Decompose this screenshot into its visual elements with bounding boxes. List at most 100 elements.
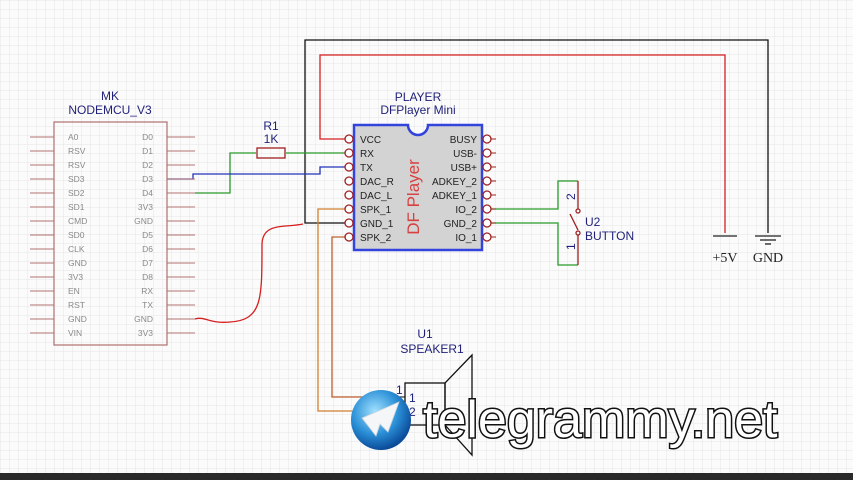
player-name: DFPlayer Mini: [380, 103, 455, 117]
io2-wire: [490, 180, 578, 210]
mcu-right-pin-label: TX: [142, 300, 153, 310]
mcu-right-pin-label: D4: [142, 188, 153, 198]
mcu-right-pin-label: D8: [142, 272, 153, 282]
player-right-pin-label: USB+: [451, 163, 478, 174]
player-pin[interactable]: [482, 176, 492, 186]
button-ref: U2: [585, 215, 601, 229]
player-pin[interactable]: [344, 232, 354, 242]
mcu-right-pin-label: GND: [134, 216, 153, 226]
watermark: telegrammy.net: [351, 390, 780, 451]
player-left-pin-label: TX: [360, 163, 373, 174]
player-right-pin-label: ADKEY_1: [432, 191, 477, 202]
player-pin[interactable]: [482, 134, 492, 144]
button-name: BUTTON: [585, 229, 634, 243]
mcu-right-pin-label: D5: [142, 230, 153, 240]
player-pin[interactable]: [344, 190, 354, 200]
player-right-pin-label: USB-: [453, 149, 477, 160]
d4-wire: [195, 152, 256, 194]
resistor-value: 1K: [264, 132, 279, 146]
player-pin[interactable]: [344, 134, 354, 144]
resistor-r1[interactable]: R1 1K: [256, 119, 286, 159]
speaker-pin1-outer: 1: [396, 383, 403, 397]
mcu-left-pin-label: SD2: [68, 188, 85, 198]
mcu-right-pin-label: D1: [142, 146, 153, 156]
speaker-ref: U1: [417, 327, 433, 341]
dfplayer-component[interactable]: PLAYER DFPlayer Mini DF Player VCC RX TX DA…: [344, 90, 496, 252]
mcu-right-pin-label: 3V3: [138, 328, 153, 338]
player-pin[interactable]: [482, 218, 492, 228]
button-pin2: 2: [564, 193, 578, 200]
mcu-left-pin-label: CLK: [68, 244, 85, 254]
mcu-left-pin-label: CMD: [68, 216, 87, 226]
speaker-u1[interactable]: U1 SPEAKER1 1 1 2: [396, 327, 473, 457]
bottom-bar: [0, 473, 853, 480]
mcu-left-pin-label: RSV: [68, 146, 86, 156]
mcu-right-pin-label: D0: [142, 132, 153, 142]
player-left-pin-label: GND_1: [360, 219, 394, 230]
mcu-left-pin-label: SD0: [68, 230, 85, 240]
mcu-name: NODEMCU_V3: [68, 103, 152, 117]
mcu-left-pin-label: GND: [68, 314, 87, 324]
player-pin[interactable]: [482, 190, 492, 200]
vcc-wire: [319, 54, 726, 233]
watermark-text: telegrammy.net: [423, 391, 778, 449]
player-pin[interactable]: [482, 148, 492, 158]
speaker-pin1: 1: [409, 391, 416, 405]
player-body-text: DF Player: [404, 159, 423, 235]
button-pin1: 1: [564, 243, 578, 250]
mcu-left-pin-label: EN: [68, 286, 80, 296]
player-left-pin-label: RX: [360, 149, 374, 160]
resistor-ref: R1: [263, 119, 279, 133]
player-ref: PLAYER: [395, 90, 442, 104]
player-right-pin-label: IO_2: [455, 205, 477, 216]
player-right-pin-label: BUSY: [450, 135, 478, 146]
player-left-pin-label: SPK_1: [360, 205, 392, 216]
mcu-ref: MK: [101, 89, 119, 103]
player-pin[interactable]: [344, 162, 354, 172]
mcu-left-pin-label: RSV: [68, 160, 86, 170]
mcu-left-pin-label: A0: [68, 132, 79, 142]
player-left-pin-label: VCC: [360, 135, 381, 146]
speaker-pin2: 2: [409, 405, 416, 419]
player-pin[interactable]: [344, 148, 354, 158]
mcu-body: [53, 121, 168, 346]
player-pin[interactable]: [344, 218, 354, 228]
player-left-pin-label: DAC_L: [360, 191, 393, 202]
mcu-right-pin-label: GND: [134, 314, 153, 324]
gnd-label: GND: [753, 251, 783, 266]
gnd2-wire: [490, 222, 578, 266]
mcu-left-pin-label: SD1: [68, 202, 85, 212]
mcu-right-pin-label: D7: [142, 258, 153, 268]
mcu-left-pin-label: 3V3: [68, 272, 83, 282]
mcu-right-pin-label: D3: [142, 174, 153, 184]
mcu-right-pin-label: D2: [142, 160, 153, 170]
paper-plane-icon: [361, 401, 400, 437]
mcu-left-pin-label: RST: [68, 300, 85, 310]
mcu-left-pin-label: VIN: [68, 328, 82, 338]
mcu-right-pin-label: RX: [141, 286, 153, 296]
button-u2[interactable]: 2 1 U2 BUTTON: [564, 181, 634, 265]
vcc-symbol: +5V: [712, 235, 738, 266]
mcu-right-pin-label: 3V3: [138, 202, 153, 212]
speaker-name: SPEAKER1: [400, 342, 464, 356]
player-pin[interactable]: [482, 162, 492, 172]
player-left-pin-label: DAC_R: [360, 177, 394, 188]
player-body: [352, 123, 484, 252]
player-right-pin-label: IO_1: [455, 233, 477, 244]
player-pin[interactable]: [344, 204, 354, 214]
gnd-symbol: GND: [753, 235, 783, 266]
player-pin[interactable]: [482, 204, 492, 214]
mcu-gnd-wire: [194, 223, 304, 323]
player-right-pin-label: ADKEY_2: [432, 177, 477, 188]
player-left-pin-label: SPK_2: [360, 233, 392, 244]
player-pin[interactable]: [482, 232, 492, 242]
vcc-label: +5V: [712, 251, 737, 266]
player-pin[interactable]: [344, 176, 354, 186]
mcu-left-pin-label: SD3: [68, 174, 85, 184]
player-right-pin-label: GND_2: [444, 219, 478, 230]
mcu-right-pin-label: D6: [142, 244, 153, 254]
mcu-left-pin-label: GND: [68, 258, 87, 268]
